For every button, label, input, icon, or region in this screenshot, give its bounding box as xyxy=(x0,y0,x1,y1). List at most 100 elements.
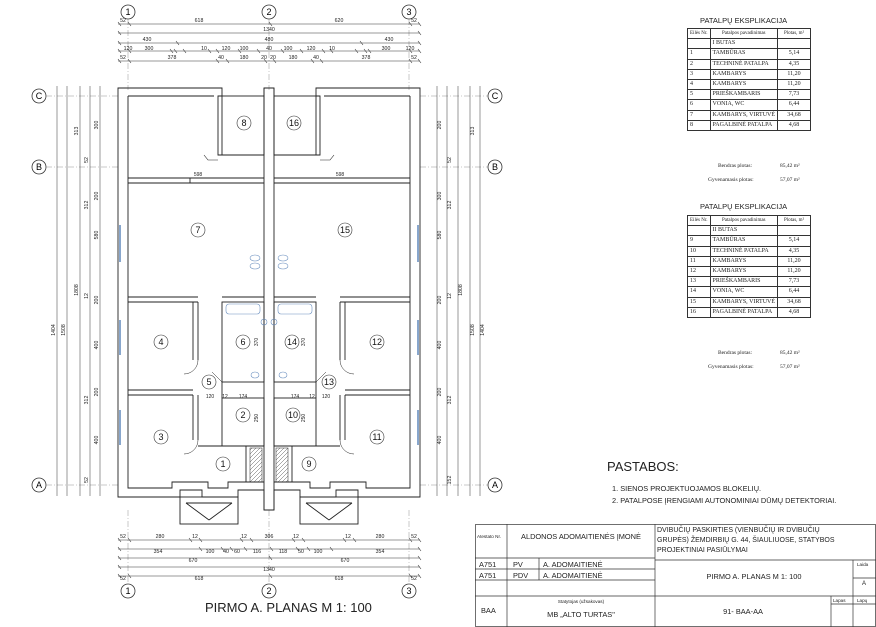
dim-right-fine-0: 200 xyxy=(437,121,443,130)
dim-right-seg-5: 152 xyxy=(447,476,453,485)
dim-top-r5-9: 52 xyxy=(411,55,417,61)
room-10-label: 10 xyxy=(288,410,298,420)
dim-top-52b: 52 xyxy=(411,18,417,24)
dim-bot-r5-0: 618 xyxy=(195,576,204,582)
axis-1-top: 1 xyxy=(125,7,130,17)
explication-1-title: PATALPŲ EKSPLIKACIJA xyxy=(700,16,788,25)
dim-right-fine-1: 300 xyxy=(437,192,443,201)
dim-left-seg-3: 312 xyxy=(84,201,90,210)
dim-right-seg-1: 52 xyxy=(447,157,453,163)
dim-bot-r2-6: 50 xyxy=(298,549,304,555)
expl1-header-name: Patalpos pavadinimas xyxy=(709,27,779,40)
expl1-total-value: 85,42 m² xyxy=(780,163,800,169)
dim-top-r4-0: 120 xyxy=(124,46,133,52)
notes-title: PASTABOS: xyxy=(607,459,679,474)
dim-left-fine-5: 400 xyxy=(94,341,100,350)
room-2-label: 2 xyxy=(240,410,245,420)
dim-bot-r3-1: 670 xyxy=(341,558,350,564)
dim-left-seg-5: 312 xyxy=(84,396,90,405)
expl2-total-value: 85,42 m² xyxy=(780,350,800,356)
dim-int-1: 12 xyxy=(222,394,228,400)
dim-bot-r1-8: 52 xyxy=(411,534,417,540)
row2-code: A751 xyxy=(479,571,497,580)
dim-right-inner: 1808 xyxy=(458,284,464,296)
dim-bot-r1-2: 12 xyxy=(192,534,198,540)
dim-int-9: 370 xyxy=(254,338,260,347)
dim-left-seg-2: 52 xyxy=(84,157,90,163)
dim-right-fine-5: 400 xyxy=(437,341,443,350)
dim-bot-r2-5: 118 xyxy=(279,549,287,555)
dim-bot-r2-3: 60 xyxy=(234,549,240,555)
dim-bot-r1-0: 52 xyxy=(120,534,126,540)
dim-bot-r1-6: 12 xyxy=(345,534,351,540)
dim-top-r4-7: 120 xyxy=(307,46,316,52)
dim-left-fine-0: 300 xyxy=(94,121,100,130)
dim-top-r4-5: 40 xyxy=(266,46,272,52)
dim-bot-r5-3: 52 xyxy=(411,576,417,582)
dim-bot-r5-1: 618 xyxy=(335,576,344,582)
dim-top-r4-2: 10 xyxy=(201,46,207,52)
dim-right-fine-7: 400 xyxy=(437,436,443,445)
floor-plan: 1 2 3 1 2 3 C B A C B A xyxy=(31,4,503,599)
dim-left-seg-6: 52 xyxy=(84,477,90,483)
room-1-label: 1 xyxy=(220,459,225,469)
dim-top-480: 480 xyxy=(265,37,274,43)
dim-top-r5-4: 20 xyxy=(261,55,267,61)
dim-bot-r1-1: 280 xyxy=(156,534,165,540)
room-8-label: 8 xyxy=(241,118,246,128)
dim-left-mid: 1508 xyxy=(61,324,67,336)
axis-2-top: 2 xyxy=(266,7,271,17)
room-4-label: 4 xyxy=(158,337,163,347)
room-12-label: 12 xyxy=(372,337,382,347)
dim-bot-r2-2: 40 xyxy=(223,549,229,555)
axis-b-left: B xyxy=(36,162,42,172)
dim-bot-r3-0: 670 xyxy=(189,558,198,564)
dim-left-seg-4: 12 xyxy=(84,293,90,299)
expl1-living-value: 57,07 m² xyxy=(780,177,800,183)
dim-bot-r1-7: 280 xyxy=(376,534,385,540)
dim-top-430b: 430 xyxy=(385,37,394,43)
dim-bot-r2-4: 116 xyxy=(253,549,261,555)
dim-int-5: 12 xyxy=(309,394,315,400)
row1-code: A751 xyxy=(479,560,497,569)
laida-value: A xyxy=(862,581,867,587)
drawing-code: 91- BAA-AA xyxy=(723,607,763,616)
dim-right-outer: 1404 xyxy=(480,324,486,336)
dim-top-r4-1: 300 xyxy=(145,46,154,52)
axis-a-right: A xyxy=(492,480,498,490)
dim-bot-r2-7: 100 xyxy=(314,549,323,555)
expl1-header-nr: Eilės Nr. xyxy=(687,27,711,40)
plan-title: PIRMO A. PLANAS M 1: 100 xyxy=(205,600,372,615)
dim-top-618: 618 xyxy=(195,18,204,24)
axis-c-left: C xyxy=(36,91,43,101)
dim-left-outer: 1404 xyxy=(51,324,57,336)
atestato-label: Atestato Nr. xyxy=(477,534,502,539)
dim-top-total: 1340 xyxy=(263,27,275,33)
dim-top-r4-4: 100 xyxy=(240,46,249,52)
row1-person: A. ADOMAITIENĖ xyxy=(543,560,603,569)
dim-left-fine-6: 200 xyxy=(94,388,100,397)
dim-right-fine-6: 200 xyxy=(437,388,443,397)
dim-bot-r1-4: 306 xyxy=(265,534,274,540)
dim-right-fine-4: 200 xyxy=(437,296,443,305)
room-7-label: 7 xyxy=(195,225,200,235)
note-2: 2. PATALPOSE ĮRENGIAMI AUTONOMINIAI DŪMŲ… xyxy=(612,496,837,505)
dim-kitchen-left: 598 xyxy=(194,172,203,178)
expl1-header-area: Plotas, m² xyxy=(777,27,811,40)
explication-1-table: Eilės Nr. Patalpos pavadinimas Plotas, m… xyxy=(687,27,811,131)
row2-role: PDV xyxy=(513,571,529,580)
dim-right-seg-4: 312 xyxy=(447,396,453,405)
lapu-label: Lapų xyxy=(857,598,868,603)
dim-bot-r1-3: 12 xyxy=(241,534,247,540)
expl2-living-label: Gyvenamasis plotas: xyxy=(708,364,754,370)
dim-left-fine-7: 400 xyxy=(94,436,100,445)
